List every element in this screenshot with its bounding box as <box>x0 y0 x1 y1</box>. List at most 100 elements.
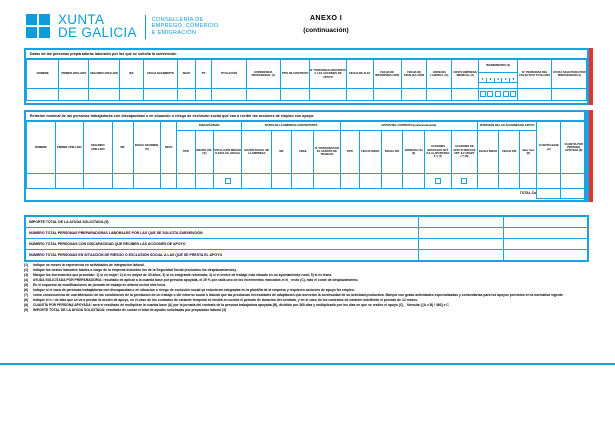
footnote-marker: (6) <box>24 288 29 292</box>
summary-value-num-discapacidad[interactable] <box>418 238 504 250</box>
acciones-grupales-checkbox[interactable] <box>434 177 441 184</box>
cell2-situacion-riesgo[interactable] <box>212 173 243 190</box>
increment-checkbox-5[interactable] <box>510 90 517 97</box>
cell-segundo-apellido[interactable] <box>88 88 120 101</box>
increment-checkbox-3[interactable] <box>495 90 502 97</box>
cell2-fecha-fin-contrato[interactable] <box>380 173 404 190</box>
cell2-segundo-apellido[interactable] <box>83 173 113 190</box>
col2-nombre: NOMBRE <box>26 120 56 175</box>
col-num-personas-adscritas: N.º PERSONAS ADSCRITAS A LAS ACCIONES DE… <box>309 59 347 89</box>
col2-razon-social: RAZÓN SOCIAL DE LA EMPRESA <box>241 129 273 175</box>
situacion-riesgo-checkbox[interactable] <box>224 177 231 184</box>
footnote-item: (6) Indique si el caso de personas traba… <box>24 288 589 292</box>
cell2-fecha-inicio-apoyo[interactable] <box>477 173 500 190</box>
summary-block: IMPORTE TOTAL DE LA AYUDA SOLICITADA (9)… <box>24 215 589 262</box>
cell-sexo[interactable] <box>176 88 197 101</box>
conselleria-block: CONSELLERÍA DE EMPREGO, COMERCIO E EMIGR… <box>152 17 219 36</box>
footnote-text: CUANTÍA POR PERSONA APOYADA: será el res… <box>33 303 449 307</box>
cell-nif[interactable] <box>118 88 145 101</box>
summary-extra-num-preparadoras[interactable] <box>502 227 589 239</box>
cell-fecha-finalizacion[interactable] <box>400 88 428 101</box>
section2-data-row[interactable] <box>26 173 587 190</box>
cell-ayuda-solicitada[interactable] <box>551 88 587 101</box>
section2-total-row: TOTAL Cuantía por persona apoyada <box>27 188 587 199</box>
cell-num-tuteladas[interactable] <box>516 88 553 101</box>
cell-fecha-incorporacion[interactable] <box>372 88 402 101</box>
total-cuantia-base[interactable] <box>536 188 562 199</box>
cell2-nif[interactable] <box>111 173 134 190</box>
cell2-tipo-discapacidad[interactable] <box>175 173 197 190</box>
group-contrato: DATOS DEL CONTRATO (preferentemente) <box>339 121 479 131</box>
footnote-item: (7) como consecuencia de una alteración … <box>24 293 589 297</box>
col2-segundo-apellido: SEGUNDO APELLIDO <box>83 120 113 175</box>
summary-value-num-preparadoras[interactable] <box>418 227 504 239</box>
cell2-cnae[interactable] <box>291 173 315 190</box>
footnote-text: En el supuesto de modificaciones de jorn… <box>33 283 166 287</box>
cell-fecha-nacimiento[interactable] <box>143 88 178 101</box>
col-fecha-incorporacion: FECHA DE INCORPORA-CIÓN <box>372 59 402 89</box>
col-primer-apellido: PRIMER APELLIDO <box>58 59 90 89</box>
cell-num-adscritas[interactable] <box>309 88 347 101</box>
acciones-previas-checkbox[interactable] <box>461 177 468 184</box>
increment-checkbox-1[interactable] <box>479 90 486 97</box>
col2-acciones-grupales: ACCIONES GRUPALES ART. 8.2.A) APARTADO 2… <box>424 129 452 175</box>
summary-label-num-preparadoras: NÚMERO TOTAL PERSONAS PREPARADORAS LABOR… <box>24 227 420 239</box>
cell-fecha-alta[interactable] <box>345 88 374 101</box>
cell2-sexo[interactable] <box>160 173 177 190</box>
cell-coste-empresa[interactable] <box>451 88 480 101</box>
increment-checkbox-2[interactable] <box>487 90 494 97</box>
cell2-fecha-nacimiento[interactable] <box>132 173 162 190</box>
col2-dias-mes: días/ mes (8) <box>519 129 538 175</box>
bottom-rule <box>0 363 615 365</box>
cell-primer-apellido[interactable] <box>58 88 90 101</box>
cell-jornada[interactable] <box>426 88 453 101</box>
col2-fecha-nacimiento: FECHA NACIMIEN-TO <box>132 120 162 175</box>
total-label: TOTAL Cuantía por persona apoyada <box>519 191 537 196</box>
cell2-jornada[interactable] <box>402 173 426 190</box>
cell2-dias-mes[interactable] <box>519 173 538 190</box>
summary-extra-num-exclusion[interactable] <box>502 249 589 261</box>
cell2-tipo-contrato[interactable] <box>339 173 360 190</box>
col-fecha-nacimiento: FECHA NACIMIENTO <box>143 59 178 89</box>
col2-nif-empresa: NIF <box>271 129 293 175</box>
cell-tipo-contrato[interactable] <box>280 88 311 101</box>
logo-divider <box>144 14 146 39</box>
increment-opt-2: 2 <box>486 78 495 83</box>
summary-value-importe-total[interactable] <box>418 216 504 228</box>
total-cuantia-persona[interactable] <box>560 188 587 199</box>
cell2-fecha-fin-apoyo[interactable] <box>498 173 521 190</box>
annex-subtitle: (continuación) <box>303 27 349 34</box>
annex-title-block: ANEXO I (continuación) <box>246 13 406 34</box>
cell2-cuantia-base[interactable] <box>536 173 562 190</box>
cell2-acciones-previas[interactable] <box>450 173 479 190</box>
increment-checkbox-4[interactable] <box>502 90 509 97</box>
col-num-personas-tuteladas: N.º PERSONAS DEL COLECTIVO TUTELADO <box>516 59 553 89</box>
cell2-fecha-inicio-contrato[interactable] <box>358 173 382 190</box>
col2-fecha-fin-contrato: FECHA FIN <box>380 129 404 175</box>
section1-container: Datos de las personas preparadoras labor… <box>24 48 589 105</box>
cell2-cuantia-persona[interactable] <box>560 173 587 190</box>
cell2-primer-apellido[interactable] <box>54 173 85 190</box>
cell-tit[interactable] <box>195 88 213 101</box>
cell2-nombre[interactable] <box>26 173 56 190</box>
cell-titulacion[interactable] <box>211 88 247 101</box>
summary-extra-importe-total[interactable] <box>502 216 589 228</box>
cell-nombre[interactable] <box>25 88 60 101</box>
cell2-acciones-grupales[interactable] <box>424 173 452 190</box>
cell2-grado-val[interactable] <box>195 173 214 190</box>
cell2-num-personas-centro[interactable] <box>313 173 341 190</box>
galicia-crest-icon <box>26 14 51 39</box>
summary-value-num-exclusion[interactable] <box>418 249 504 261</box>
col2-cuantia-persona: CUANTÍA POR PERSONA APOYADA (8) <box>560 120 587 175</box>
cell2-razon-social[interactable] <box>241 173 273 190</box>
section1-data-row[interactable] <box>25 88 587 101</box>
cell-experiencia[interactable] <box>245 88 282 101</box>
summary-label-importe-total: IMPORTE TOTAL DE LA AYUDA SOLICITADA (9) <box>24 216 420 228</box>
footnote-text: IMPORTE TOTAL DE LA AYUDA SOLICITADA: re… <box>33 308 227 312</box>
summary-extra-num-discapacidad[interactable] <box>502 238 589 250</box>
col-sexo: SEXO <box>176 59 197 89</box>
section2-group-row: NOMBRE PRIMER APELLIDO SEGUNDO APELLIDO … <box>26 120 587 175</box>
cell2-nif-empresa[interactable] <box>271 173 293 190</box>
group-discapacidad: DISCAPACIDAD <box>175 121 243 131</box>
col2-situacion-riesgo: SITUA-CIÓN RIESGO O EXCLUS. SOCIAL <box>212 129 243 175</box>
